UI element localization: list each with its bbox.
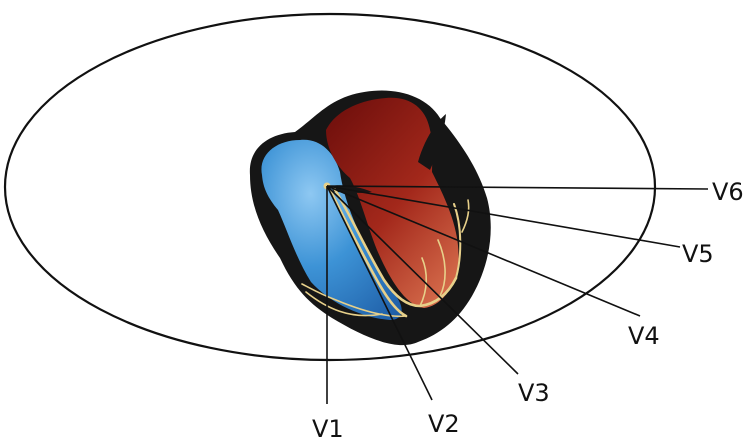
purkinje-branch-e — [461, 199, 470, 233]
lead-label-v2: V2 — [428, 410, 460, 438]
lead-label-v4: V4 — [628, 322, 660, 350]
purkinje-branch-b — [419, 257, 428, 307]
lead-label-v6: V6 — [712, 178, 744, 206]
lead-label-v1: V1 — [312, 415, 344, 442]
heart-cross-section-icon — [249, 90, 491, 346]
purkinje-branch-c — [301, 283, 407, 318]
left-atrial-wall — [418, 114, 446, 170]
conduction-system — [301, 182, 470, 318]
lead-line-v6 — [326, 185, 709, 190]
right-bundle-branch — [328, 188, 408, 318]
lead-line-v5 — [326, 185, 681, 248]
left-bundle-branch — [332, 186, 458, 308]
right-ventricle — [261, 139, 402, 320]
lead-line-v2 — [326, 185, 433, 401]
purkinje-branch-d — [305, 291, 383, 317]
lead-label-v3: V3 — [518, 379, 550, 407]
purkinje-branch-a — [437, 239, 446, 297]
lead-line-v3 — [326, 185, 519, 375]
thorax-outline — [3, 12, 657, 362]
lead-label-v5: V5 — [682, 240, 714, 268]
lead-lines — [326, 185, 709, 404]
lead-line-v4 — [326, 185, 641, 317]
